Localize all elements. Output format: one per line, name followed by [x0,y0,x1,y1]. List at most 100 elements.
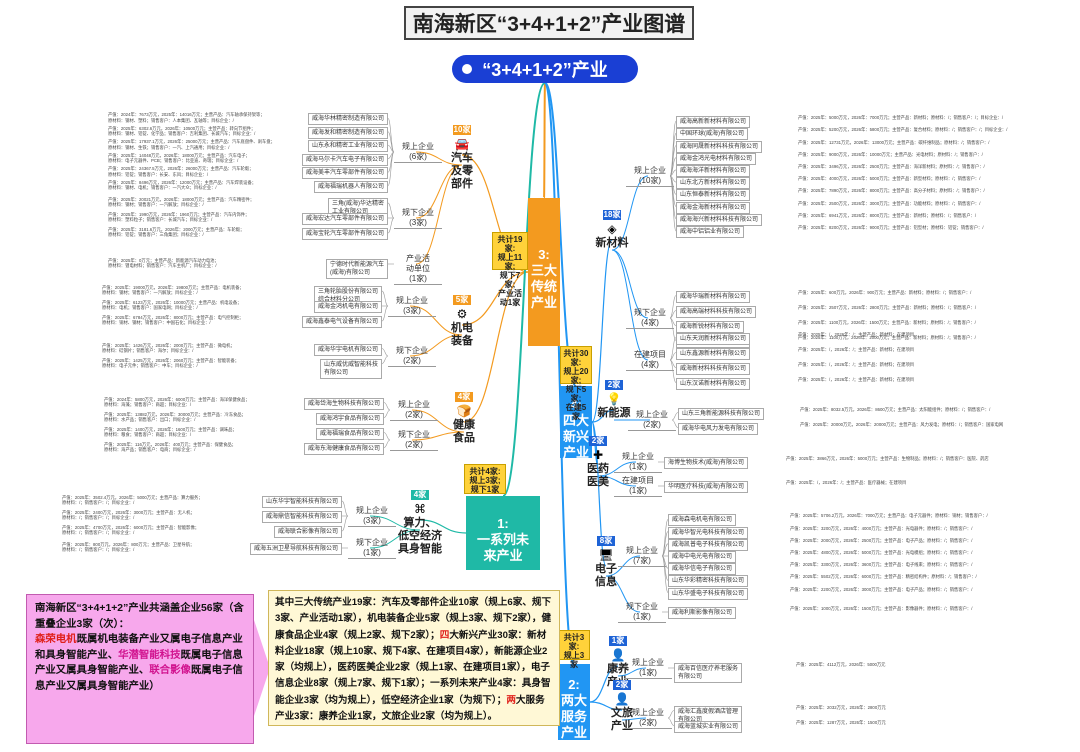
group-label: 在建项目 (4家) [626,350,674,371]
material-icon: ◈ [607,222,617,236]
company-info: 产值：2025年：6123万元，2026年：10000万元；主营产品：机电设备；… [102,300,242,311]
company-name: 威海岱海生物科技有限公司 [303,397,384,410]
industry-label: 新能源 [597,407,631,419]
company-info: 产值：2025年：1100万元，2026年：1500万元；主营产品：新材料；原材… [798,319,976,325]
note-left-intro: 南海新区“3+4+1+2”产业共涵盖企业56家（含重叠企业3家（次）： [35,603,244,630]
industry-count-badge: 4家 [455,392,473,402]
company-info: 产值：2025年：/，2026年：/；主营产品：新材料；在建项目 [798,346,915,352]
company-info: 产值：2025年：6302.6万元，2026年：10500万元；主营产品：转向节… [108,125,256,137]
industry-count-badge: 4家 [411,490,429,500]
company-info: 产值：2025年：1400万元，2026年：1600万元；主营产品：调味品； 原… [104,426,237,437]
group-label: 规下企业 (2家) [388,346,436,367]
company-info: 产值：2025年：/，2026年：/；主营产品：新材料；在建项目 [798,376,915,382]
page-title: 南海新区“3+4+1+2”产业图谱 [404,6,694,40]
company-info: 产值：2025年：24367.5万元，2026年：26000万元；主营产品：汽车… [108,166,254,177]
food-icon: 🍞 [456,404,472,418]
connector [463,271,529,423]
company-name: 山东威优威智能科技 有限公司 [319,358,382,379]
company-info: 产值：2025年：4800万元，2026年：5000万元；主营产品：光电模组；原… [790,550,973,555]
group-label: 规上企业 (10家) [626,166,674,187]
group-label: 规上企业 (1家) [614,452,662,473]
company-info: 产值：2025年：8032.5万元，2026年：8600万元；主营产品：太阳能组… [800,406,991,412]
group-label: 规上企业 (6家) [394,142,442,163]
connector [419,519,467,534]
company-name: 威海鑫泰电气设备有限公司 [301,316,382,328]
company-info: 产值：2024年：5800万元，2026年：6000万元；主营产品：海洋保健食品… [104,396,250,407]
company-name: 威海华宇电机有限公司 [313,343,382,356]
industry-label: 新材料 [595,237,629,249]
company-info: 产值：2025年：19000万元，2026年：19800万元；主营产品：电机装备… [102,285,244,296]
emerging-count-box: 共计30家: 规上20家; 规下5家; 在建5家 [560,346,592,421]
connector [661,543,669,557]
note-right-text-3: 大服务产业3家：康养企业1家，文旅企业2家（均为规上）。 [275,694,545,723]
group-label: 产业活 动单位 (1家) [394,254,442,285]
connector [669,317,677,341]
company-name: 威海高新新材料有限公司 [676,116,751,129]
note-left-text-1: 既属机电装备产业又属电子信息产业和具身智能产业、 [35,634,243,661]
note-left-highlight-3: 联合影像 [149,665,191,676]
electronics-icon: 🖥 [598,548,614,562]
group-label: 规上企业 (2家) [628,410,676,431]
company-info: 产值：2025年：5000万元，2026年：7000万元；主营产品：新材料；原材… [798,115,1004,121]
company-name: 威海宏达汽车零部件有限公司 [301,213,388,225]
note-left-text-2: 既属电子信息产业又属具身智能产业、 [35,649,243,677]
industry-label: 汽车 及零 部件 [451,152,473,190]
company-info: 产值：2025年：13882万元，2026年：30000万元；主营产品：冷冻食品… [104,411,246,422]
industry-label: 医药 医美 [587,463,609,488]
company-info: 产值：2025年：1287万元，2026年：1500万元 [796,719,886,725]
connector [671,419,679,428]
company-name: 威海马尔卡汽车电子有限公司 [301,153,388,166]
group-label: 规上企业 (2家) [390,400,438,421]
group-label: 规下企业 (1家) [618,602,666,623]
industry-count-badge: 18家 [603,210,621,220]
company-info: 产值：2025年：1100万元，2026年：2000万元；主营产品：新材料；原材… [798,334,976,340]
company-name: 威海东海健康食品有限公司 [303,442,384,455]
connector [671,412,679,421]
connector [415,151,463,166]
industry-label: 文旅 产业 [611,707,633,732]
traditional-count-box: 共计19家: 规上11家; 规下7家; 产业活动1家 [492,232,528,307]
ai-icon: ⌘ [414,502,426,516]
connector [383,439,391,448]
connector [387,202,395,219]
company-name: 威海利斯影像有限公司 [668,607,737,619]
group-label: 规上企业 (3家) [348,506,396,527]
company-info: 产值：2025年：2500万元，2026年：3000万元；主营产品：功能材料；原… [798,200,981,206]
company-info: 产值：2025年：17937.1万元，2026年：25000万元；主营产品：汽车… [108,139,275,150]
company-name: 威海百信医疗养老服务 有限公司 [674,663,743,683]
company-name: 华明医疗科技(威海)有限公司 [664,481,748,493]
company-name: 海博生物技术(威海)有限公司 [664,457,748,469]
note-right-text-1: 其中三大传统产业19家：汽车及零部件企业10家（规上6家、规下3家、产业活动1家… [275,597,552,641]
connector [369,515,421,531]
company-name: 威海鸿宇食品有限公司 [315,412,384,425]
group-label: 在建项目 (1家) [614,476,662,497]
industry-count-badge: 8家 [597,536,615,546]
industry-count-badge: 1家 [609,636,627,646]
connector [667,710,675,719]
tourism-icon: 👤 [614,692,630,706]
company-name: 山东华彩精密科技有限公司 [668,575,749,588]
industry-count-badge: 10家 [453,125,471,135]
group-label: 规下企业 (3家) [394,208,442,229]
company-name: 威海福瑞食品有限公司 [315,427,384,440]
industry-count-badge: 2家 [589,436,607,446]
company-info: 产值：2025年：3200万元，2026年：4000万元；主营产品：光电器件；原… [790,525,973,531]
connector [502,82,546,497]
company-name: 威海华瑞新材料有限公司 [676,290,751,303]
company-name: 威海鼎信智能科技有限公司 [261,511,342,523]
company-info: 产值：2025年：2000万元，2026年：2500万元；主营产品：电子产品；原… [790,537,973,543]
industry-label: 算力、 低空经济 具身智能 [398,517,442,555]
company-name: 山东汉诺新材料有限公司 [676,377,751,390]
company-name: 山东北方新材料有限公司 [676,177,751,190]
connector [661,555,669,593]
root-node: “3+4+1+2”产业 [452,55,638,83]
company-info: 产值：2025年：5200万元，2026年：5800万元；主营产品：复合材料；原… [798,127,1008,133]
company-name: 威海金海新材料有限公司 [676,201,751,214]
company-name: 威海新材料科技有限公司 [676,362,751,375]
connector [591,421,607,567]
group-label: 规下企业 (4家) [626,308,674,329]
future-branch-box: 1: 一系列未 来产业 [466,496,540,570]
traditional-branch-box: 3: 三大 传统 产业 [528,198,560,346]
connector [597,475,637,487]
industry-label: 电子 信息 [595,563,617,588]
